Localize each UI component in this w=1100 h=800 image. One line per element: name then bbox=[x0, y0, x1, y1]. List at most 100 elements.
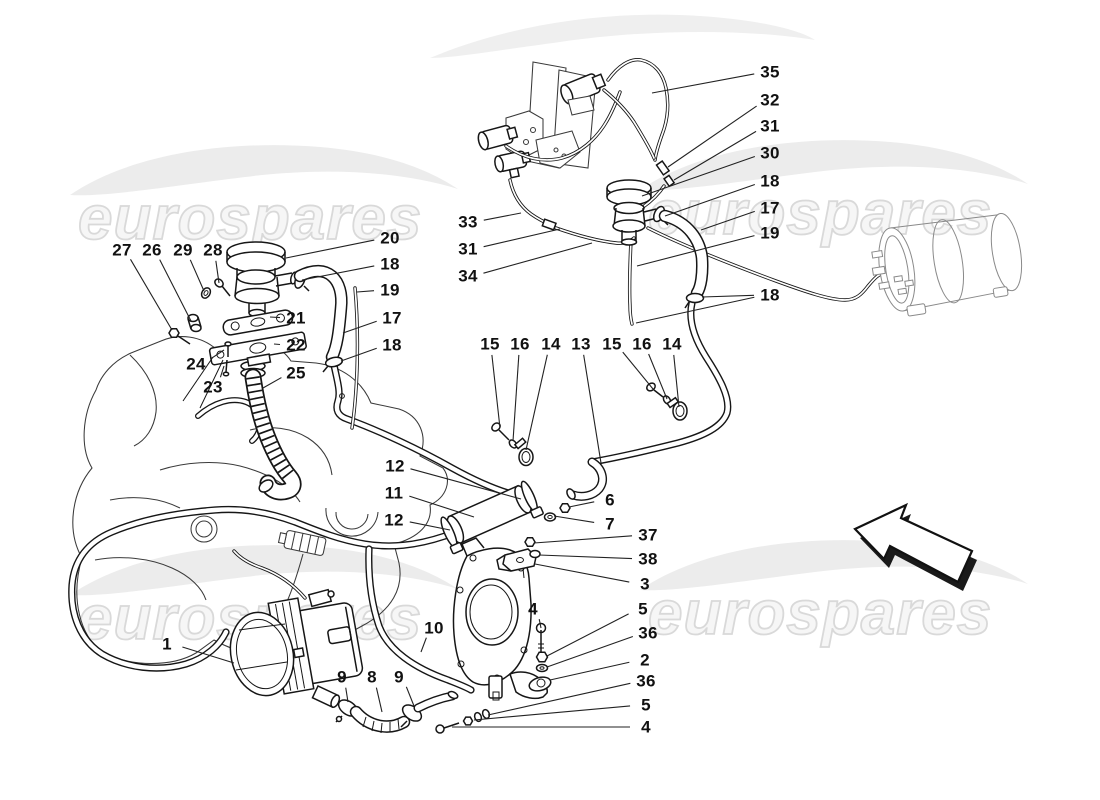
part-number-label: 1 bbox=[162, 634, 172, 654]
elbow-hose-right bbox=[658, 209, 709, 309]
part-number-label: 11 bbox=[384, 483, 404, 503]
part-number-label: 17 bbox=[382, 308, 402, 328]
part-number-label: 23 bbox=[203, 377, 223, 397]
support-bracket bbox=[496, 536, 541, 579]
pipe-clamp-left-set bbox=[491, 422, 534, 467]
leader-line bbox=[215, 260, 220, 284]
leader-line bbox=[635, 296, 755, 324]
part-number-label: 7 bbox=[605, 514, 615, 534]
leader-line bbox=[664, 183, 756, 217]
sleeve-and-clamps bbox=[440, 480, 544, 555]
pump-hose bbox=[335, 690, 459, 734]
part-number-label: 21 bbox=[286, 308, 306, 328]
leader-line bbox=[568, 501, 595, 508]
part-number-label: 5 bbox=[641, 695, 651, 715]
leader-line bbox=[700, 210, 755, 231]
leader-line bbox=[546, 635, 634, 668]
part-number-label: 3 bbox=[640, 574, 650, 594]
part-number-label: 18 bbox=[760, 171, 780, 191]
part-number-label: 10 bbox=[424, 618, 444, 638]
leader-line bbox=[410, 468, 522, 500]
part-number-label: 28 bbox=[203, 240, 223, 260]
leader-line bbox=[636, 235, 755, 267]
leader-line bbox=[219, 365, 225, 378]
leader-line bbox=[641, 155, 756, 197]
bent-tube bbox=[365, 545, 475, 694]
leader-line bbox=[534, 563, 630, 583]
leader-line bbox=[262, 377, 282, 389]
part-number-label: 36 bbox=[636, 671, 656, 691]
part-number-label: 34 bbox=[458, 266, 478, 286]
part-number-label: 9 bbox=[394, 667, 404, 687]
leader-line bbox=[345, 687, 349, 703]
leader-line bbox=[525, 354, 548, 451]
part-number-label: 12 bbox=[385, 456, 405, 476]
part-number-label: 15 bbox=[602, 334, 622, 354]
left-pipe-loop bbox=[68, 505, 449, 672]
leader-line bbox=[375, 687, 383, 713]
part-number-label: 19 bbox=[760, 223, 780, 243]
leader-line bbox=[483, 242, 593, 274]
leader-line bbox=[420, 637, 427, 653]
connector bbox=[277, 530, 327, 556]
part-number-label: 12 bbox=[384, 510, 404, 530]
leader-line bbox=[651, 73, 755, 94]
leader-line bbox=[487, 682, 631, 716]
part-number-label: 38 bbox=[638, 549, 658, 569]
part-number-label: 29 bbox=[173, 240, 193, 260]
leader-line bbox=[483, 212, 522, 221]
nut-and-washer bbox=[543, 502, 571, 522]
leader-line bbox=[409, 495, 475, 518]
leader-line bbox=[673, 130, 757, 181]
part-number-label: 18 bbox=[760, 285, 780, 305]
part-number-label: 8 bbox=[367, 667, 377, 687]
leader-line bbox=[159, 259, 192, 322]
leader-line bbox=[701, 294, 755, 298]
leader-line bbox=[473, 705, 631, 721]
part-number-label: 9 bbox=[337, 667, 347, 687]
leader-line bbox=[491, 354, 501, 429]
leader-line bbox=[269, 316, 281, 319]
part-number-label: 32 bbox=[760, 90, 780, 110]
leader-line bbox=[342, 320, 377, 334]
part-number-label: 17 bbox=[760, 198, 780, 218]
part-number-label: 27 bbox=[112, 240, 132, 260]
leader-line bbox=[182, 646, 235, 664]
part-number-label: 25 bbox=[286, 363, 306, 383]
leader-line bbox=[553, 515, 595, 523]
leader-line bbox=[301, 265, 375, 281]
part-number-label: 31 bbox=[458, 239, 478, 259]
part-number-label: 4 bbox=[641, 717, 651, 737]
part-number-label: 24 bbox=[186, 354, 206, 374]
part-number-label: 19 bbox=[380, 280, 400, 300]
air-pump bbox=[229, 549, 364, 709]
leader-line bbox=[210, 349, 225, 360]
part-number-label: 16 bbox=[510, 334, 530, 354]
leader-line bbox=[405, 686, 415, 707]
part-number-label: 20 bbox=[380, 228, 400, 248]
part-number-label: 35 bbox=[760, 62, 780, 82]
part-number-label: 15 bbox=[480, 334, 500, 354]
leader-line bbox=[533, 535, 633, 544]
leader-line bbox=[583, 354, 602, 464]
leader-line bbox=[667, 105, 757, 168]
part-number-label: 13 bbox=[571, 334, 591, 354]
leader-line bbox=[285, 239, 375, 259]
leader-line bbox=[340, 347, 377, 362]
leader-line bbox=[549, 661, 630, 681]
leader-line bbox=[409, 521, 451, 531]
part-number-label: 14 bbox=[662, 334, 682, 354]
gasket-plate bbox=[452, 537, 552, 701]
part-number-label: 18 bbox=[382, 335, 402, 355]
part-number-label: 33 bbox=[458, 212, 478, 232]
part-number-label: 18 bbox=[380, 254, 400, 274]
top-swoosh bbox=[430, 14, 815, 58]
part-number-label: 5 bbox=[638, 599, 648, 619]
part-number-label: 26 bbox=[142, 240, 162, 260]
part-number-label: 36 bbox=[638, 623, 658, 643]
leader-line bbox=[189, 259, 205, 292]
leader-line bbox=[673, 354, 680, 408]
